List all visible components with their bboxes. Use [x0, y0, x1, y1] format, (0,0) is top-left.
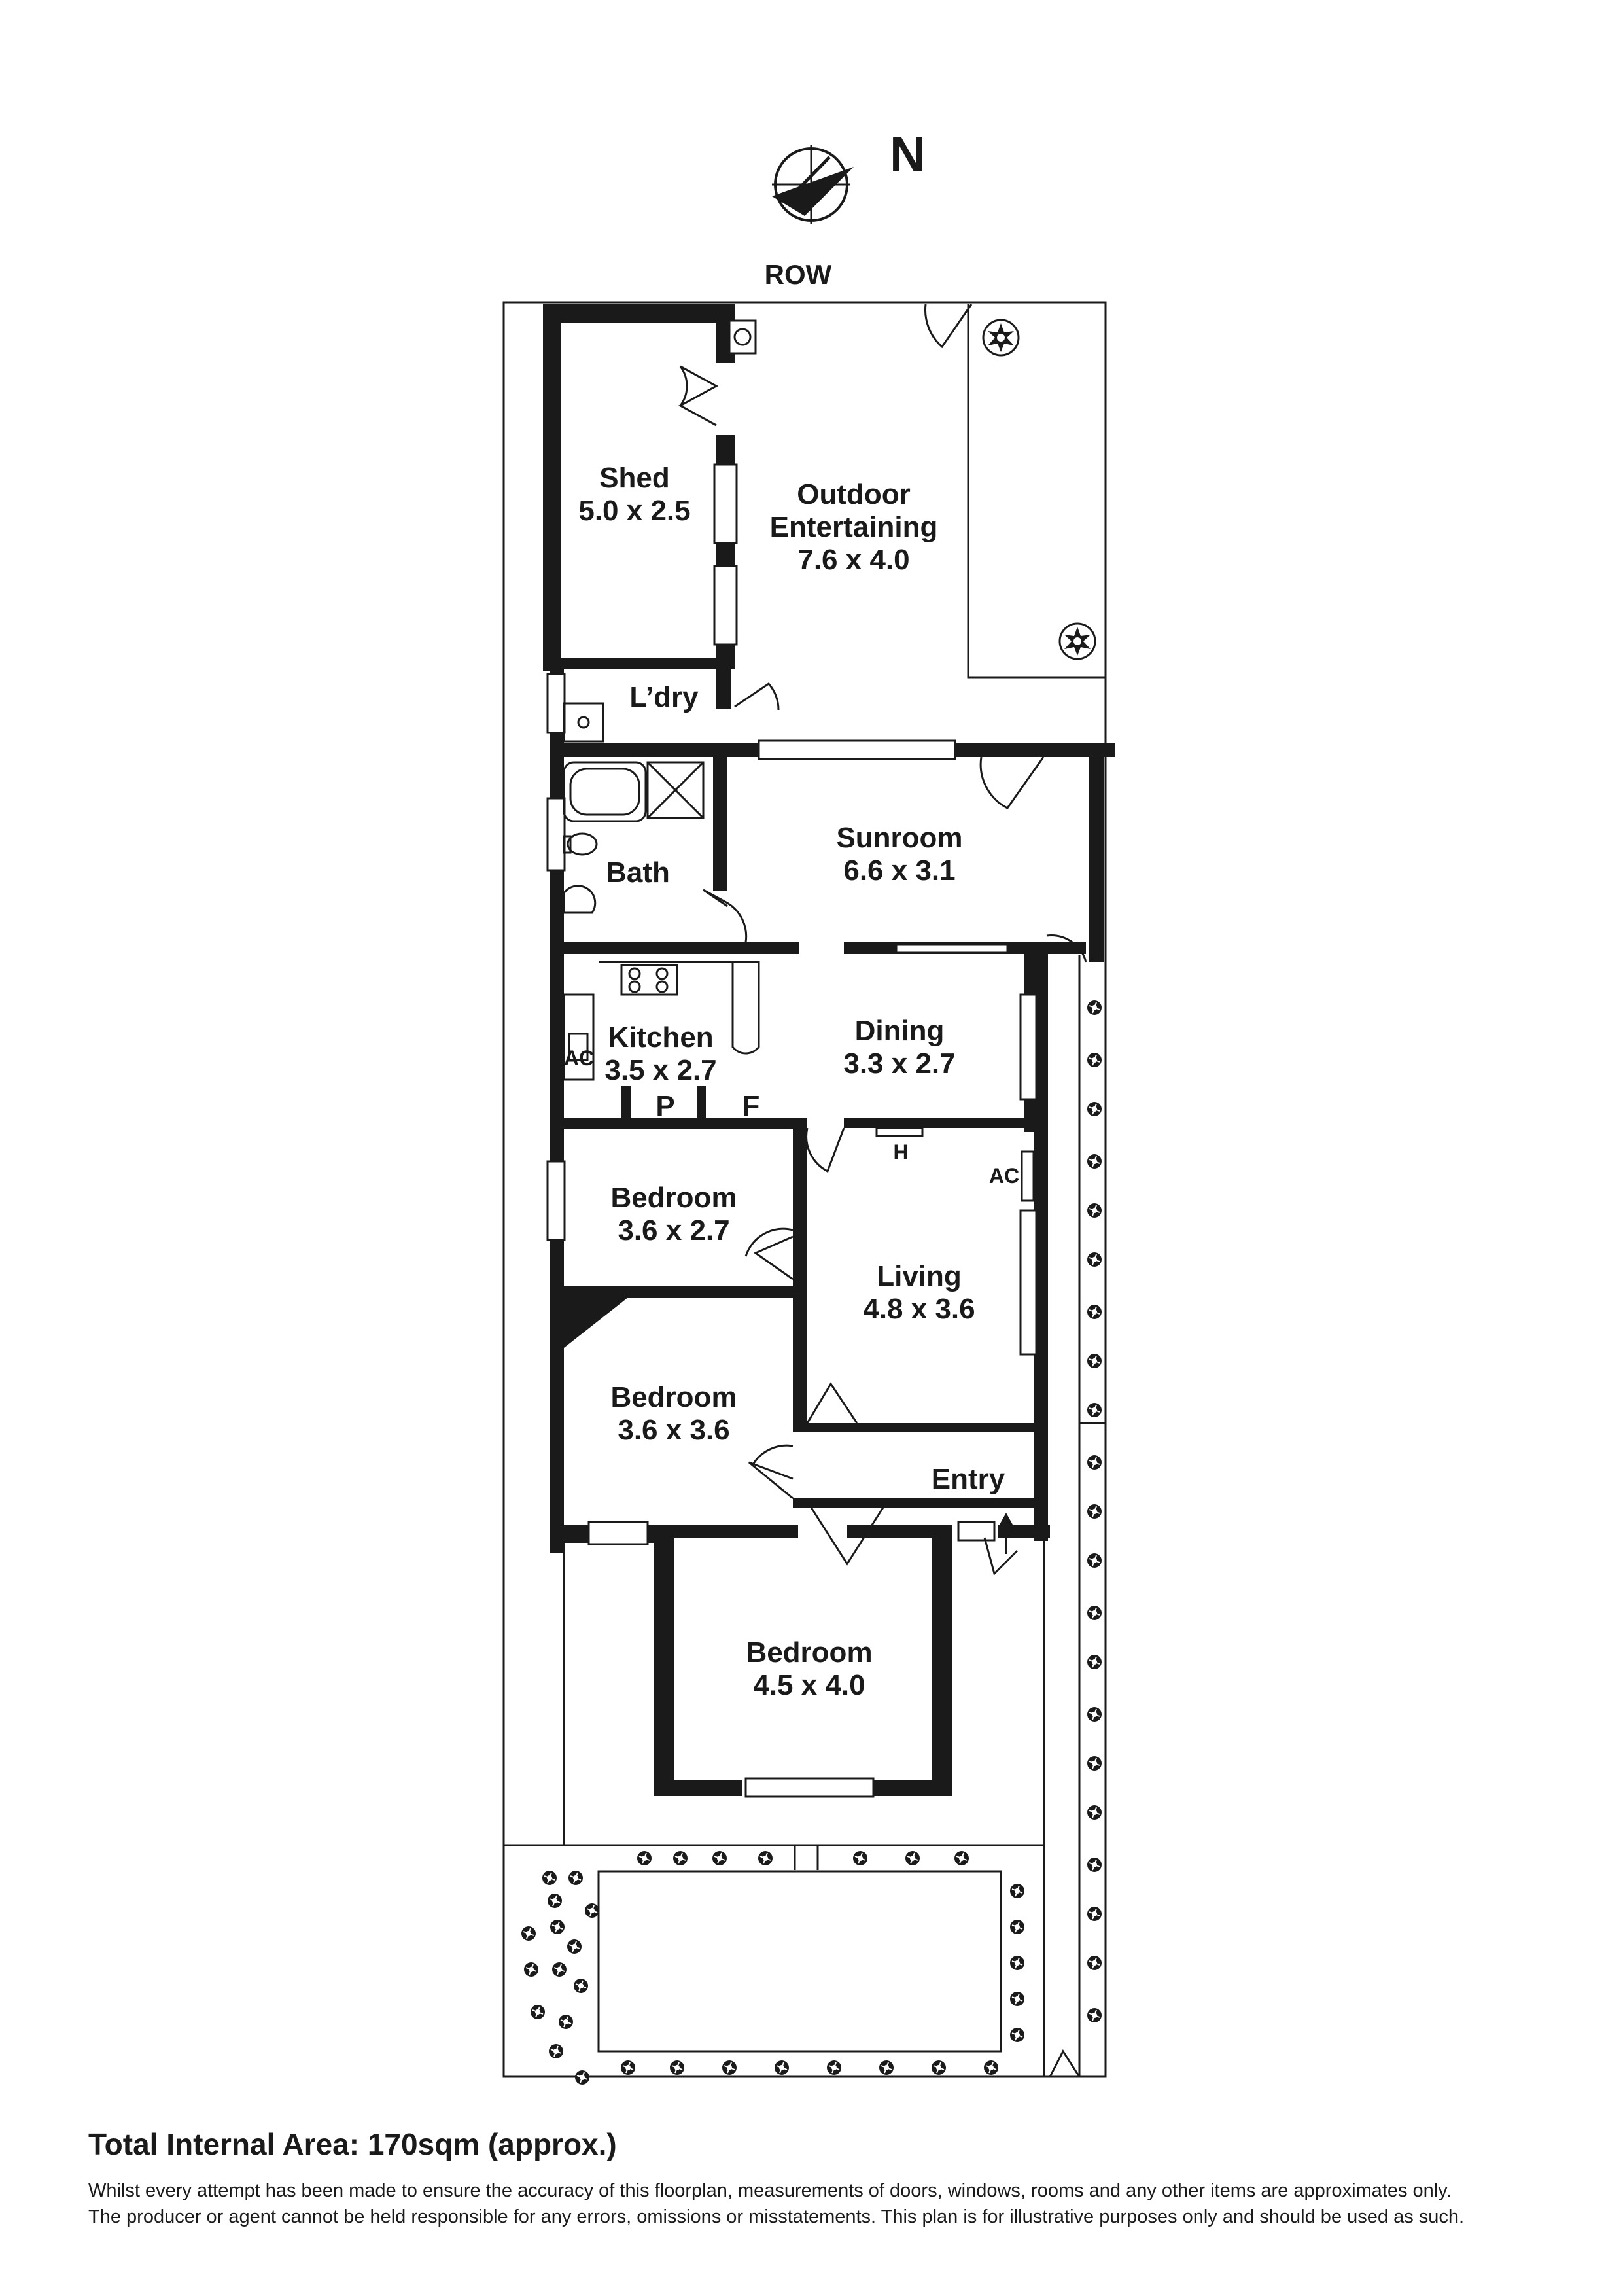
- room-kitchen-name: Kitchen: [608, 1021, 713, 1053]
- disclaimer-line-1: Whilst every attempt has been made to en…: [88, 2180, 1452, 2201]
- row-label: ROW: [765, 259, 832, 290]
- fridge-label: F: [742, 1090, 760, 1122]
- fixtures: [563, 319, 1035, 1202]
- site-boundary: [502, 301, 1107, 2078]
- tree-icon: [982, 319, 1020, 357]
- disclaimer-line-2: The producer or agent cannot be held res…: [88, 2206, 1465, 2227]
- room-outdoor-name-1: Outdoor: [797, 478, 911, 510]
- garden-outlines: [504, 304, 1106, 2077]
- room-entry-name: Entry: [932, 1463, 1005, 1495]
- room-bath-name: Bath: [606, 857, 670, 889]
- room-dining-name: Dining: [855, 1015, 945, 1047]
- windows: [546, 463, 1038, 1798]
- pantry-label: P: [655, 1090, 674, 1122]
- shrubs-garden: [521, 1850, 1025, 2085]
- total-area: Total Internal Area: 170sqm (approx.): [88, 2127, 617, 2161]
- room-sunroom-dims: 6.6 x 3.1: [843, 855, 955, 887]
- room-bedroom1-dims: 3.6 x 2.7: [618, 1214, 729, 1246]
- ac-living-label: AC: [989, 1164, 1019, 1188]
- doors: [678, 304, 1087, 1576]
- room-shed-dims: 5.0 x 2.5: [578, 495, 690, 527]
- room-sunroom-name: Sunroom: [836, 822, 962, 854]
- room-laundry-name: L’dry: [629, 681, 699, 713]
- room-bedroom2-dims: 3.6 x 3.6: [618, 1414, 729, 1446]
- footer: Total Internal Area: 170sqm (approx.) Wh…: [88, 2127, 1560, 2230]
- room-bedroom2-name: Bedroom: [610, 1381, 737, 1413]
- north-label: N: [890, 127, 926, 183]
- room-kitchen-dims: 3.5 x 2.7: [604, 1054, 716, 1086]
- compass-icon: [772, 145, 854, 224]
- room-bedroom3-name: Bedroom: [746, 1636, 872, 1669]
- shrubs-east: [1087, 1000, 1102, 2023]
- tree-icon: [1058, 622, 1096, 660]
- ac-kitchen-label: AC: [564, 1046, 594, 1070]
- room-shed-name: Shed: [599, 462, 670, 494]
- room-living-name: Living: [877, 1260, 962, 1292]
- room-bedroom1-name: Bedroom: [610, 1182, 737, 1214]
- room-living-dims: 4.8 x 3.6: [863, 1293, 975, 1325]
- room-outdoor-name-2: Entertaining: [770, 511, 938, 543]
- heater-label: H: [893, 1140, 908, 1164]
- walls: [543, 304, 1115, 1796]
- room-outdoor-dims: 7.6 x 4.0: [797, 544, 909, 576]
- room-bedroom3-dims: 4.5 x 4.0: [753, 1669, 865, 1701]
- room-dining-dims: 3.3 x 2.7: [843, 1048, 955, 1080]
- entry-arrow-icon: [1000, 1513, 1013, 1554]
